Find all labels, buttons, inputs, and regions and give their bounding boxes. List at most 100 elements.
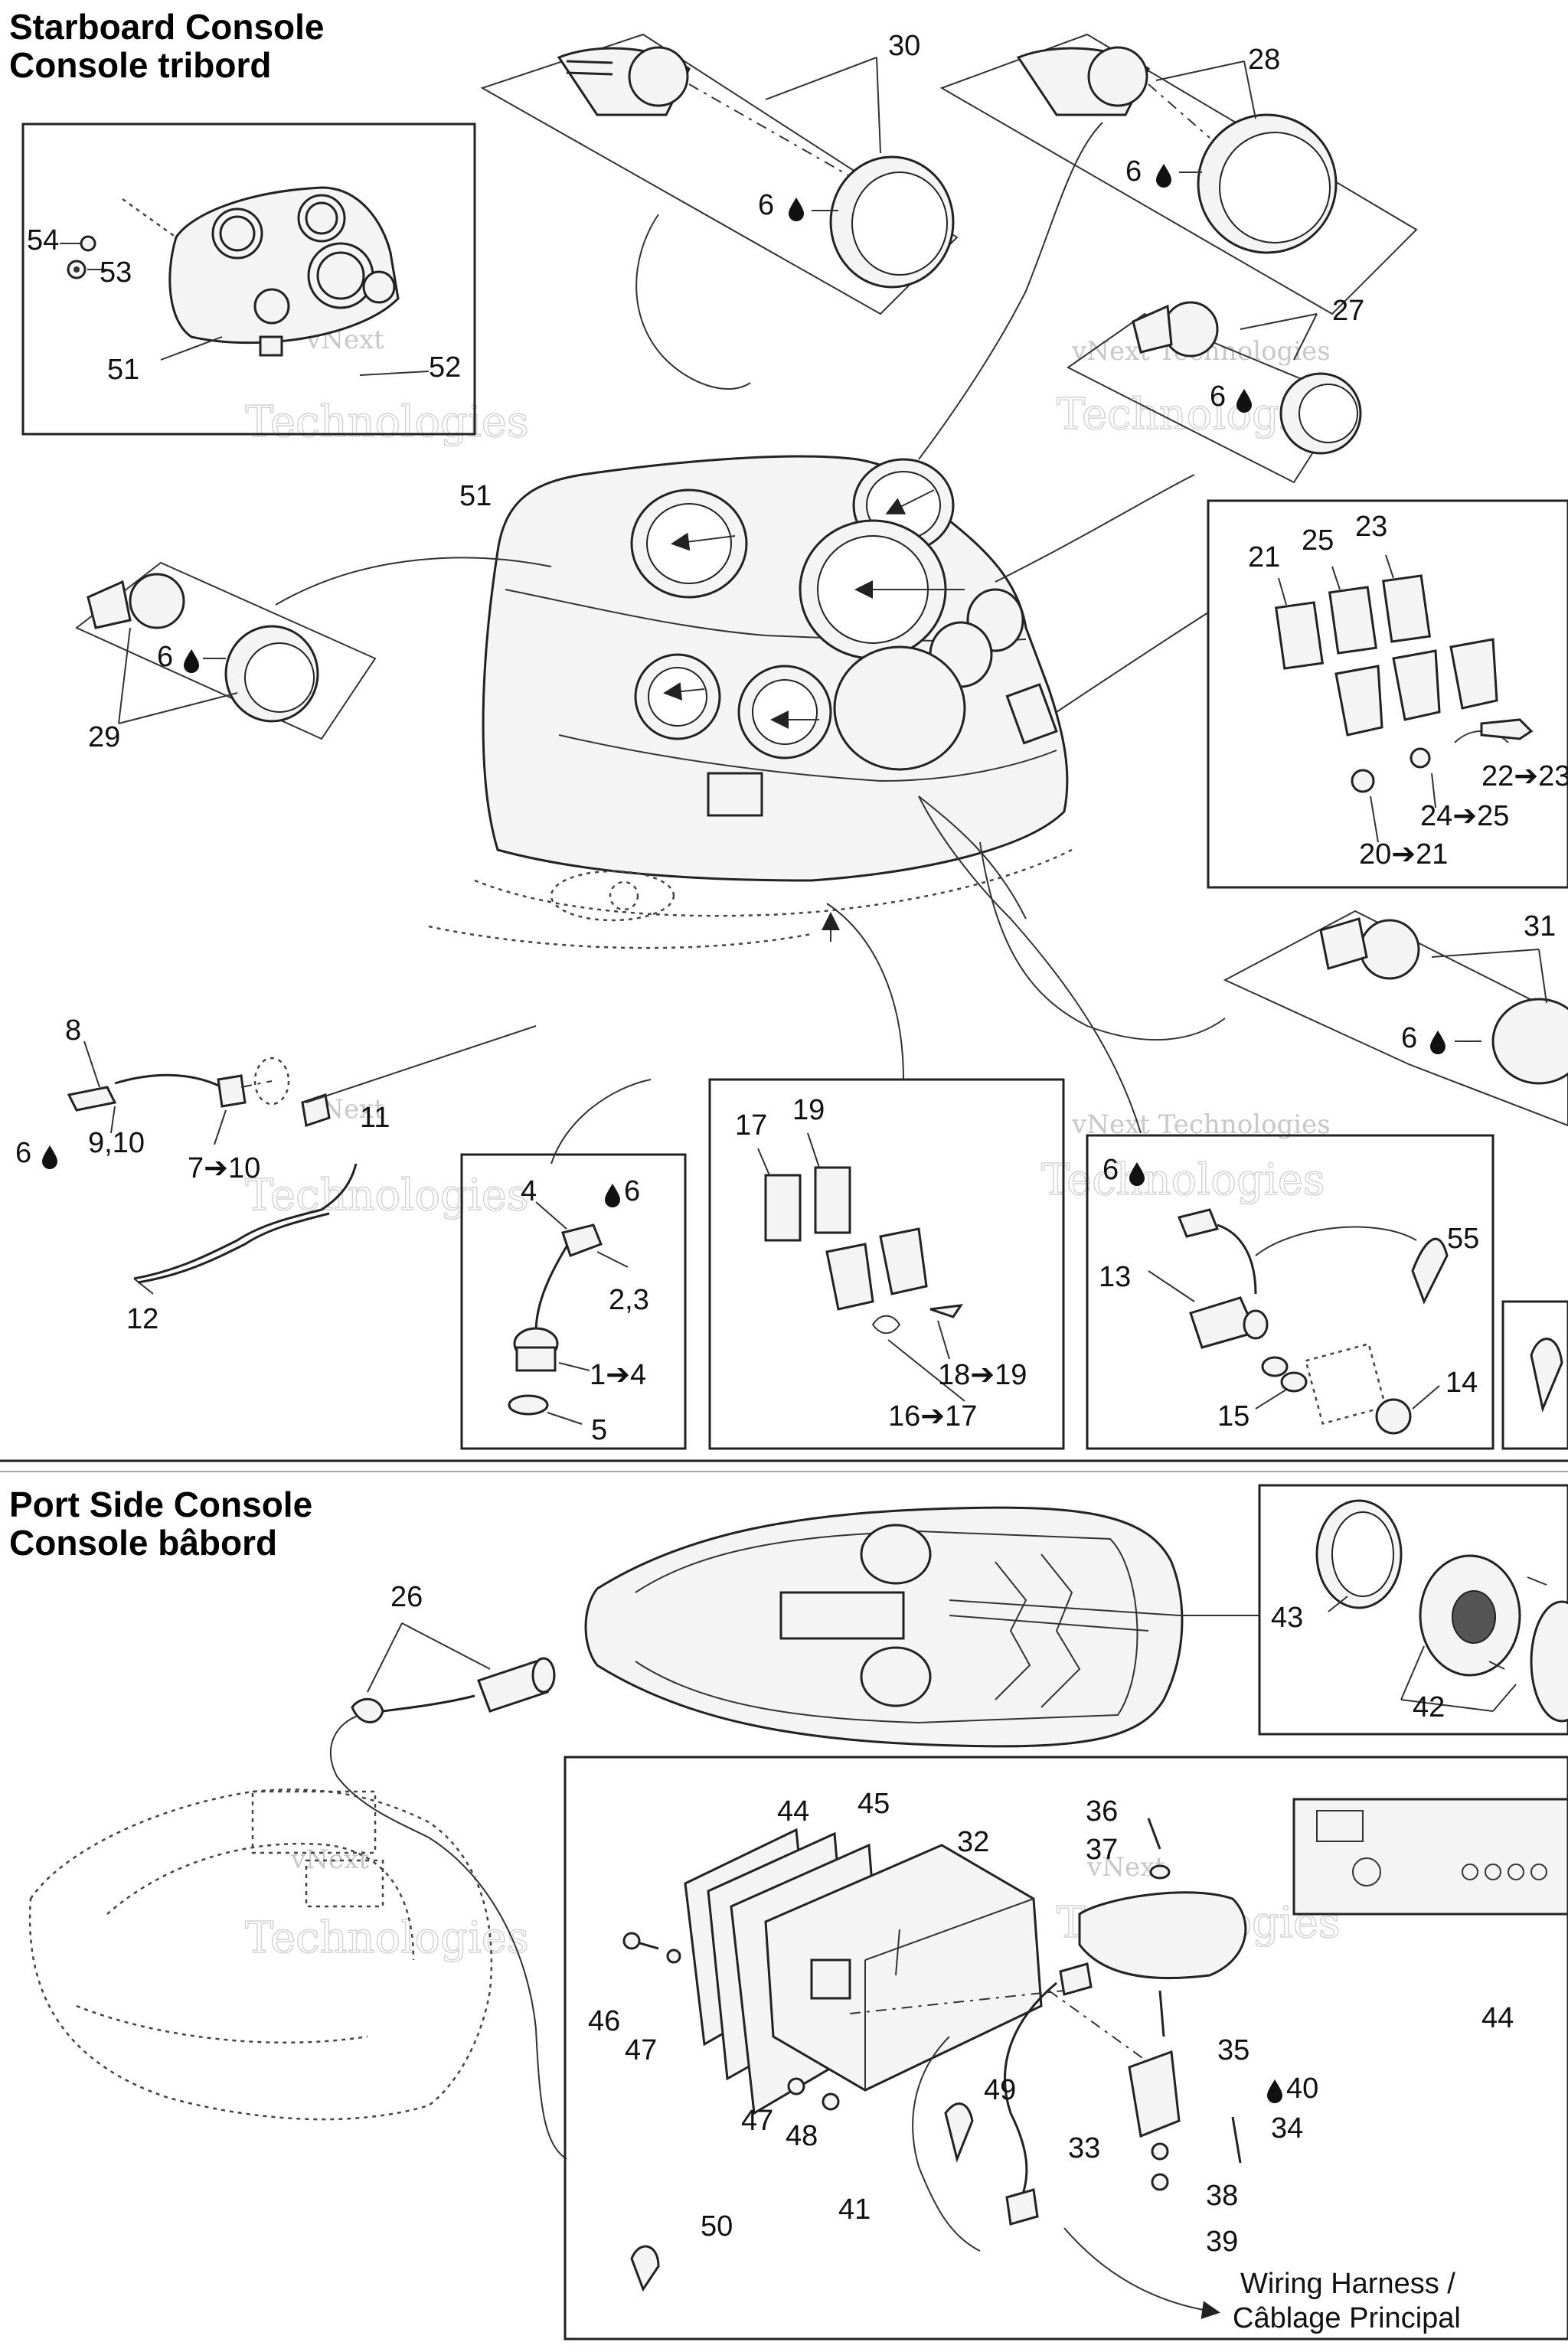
callout-45: 45	[858, 1788, 890, 1820]
watermark-1: Technologies	[245, 397, 529, 447]
drop-icon	[605, 1184, 620, 1207]
callout-44b: 44	[1481, 2002, 1514, 2034]
callout-44a: 44	[777, 1795, 809, 1828]
drop-icon	[42, 1145, 57, 1169]
callout-8: 8	[65, 1014, 81, 1047]
lanyard-group	[67, 1025, 537, 1295]
drop-icon	[1156, 164, 1171, 188]
callout-34: 34	[1271, 2112, 1303, 2145]
callout-2-3: 2,3	[609, 1284, 649, 1316]
watermark-9: vNext	[290, 1844, 369, 1875]
drop-icon	[1430, 1031, 1446, 1054]
port-title-en: Port Side Console	[9, 1485, 313, 1524]
gauge-30-group	[480, 33, 959, 315]
radio-box	[564, 1756, 1568, 2341]
callout-54: 54	[27, 224, 59, 256]
callout-35: 35	[1217, 2034, 1250, 2066]
callout-36: 36	[1086, 1795, 1118, 1828]
console-inset-box	[21, 122, 476, 436]
gauge-29-group	[75, 561, 377, 740]
callout-40: 40	[1286, 2073, 1318, 2105]
callout-42: 42	[1413, 1691, 1445, 1723]
callout-50: 50	[701, 2210, 733, 2243]
callout-6b: 6	[1125, 155, 1142, 188]
watermark-6: Technologies	[245, 1171, 529, 1220]
boat-top-view	[584, 1506, 1259, 1748]
callout-6d: 6	[157, 641, 173, 673]
wiring-harness-en: Wiring Harness /	[1240, 2268, 1455, 2300]
starboard-console-title: Starboard Console Console tribord	[9, 8, 325, 84]
callout-14: 14	[1446, 1367, 1478, 1399]
callout-37: 37	[1086, 1834, 1118, 1866]
speaker-box	[1258, 1484, 1568, 1736]
callout-31: 31	[1524, 910, 1556, 942]
callout-24-25: 24➔25	[1420, 800, 1509, 832]
callout-51a: 51	[107, 354, 139, 386]
callout-6e: 6	[1401, 1022, 1417, 1054]
callout-7-10: 7➔10	[188, 1152, 260, 1184]
callout-17: 17	[735, 1109, 767, 1142]
callout-22-23: 22➔23	[1481, 760, 1568, 792]
gauge-27-group	[1067, 301, 1362, 484]
callout-6g: 6	[624, 1175, 640, 1207]
starboard-console-body	[428, 455, 1073, 949]
callout-32: 32	[957, 1826, 989, 1858]
drop-icon	[789, 198, 804, 221]
callout-47b: 47	[741, 2105, 773, 2137]
callout-21: 21	[1248, 541, 1280, 573]
watermark-8: Technologies	[1041, 1155, 1325, 1205]
port-title-fr: Console bâbord	[9, 1523, 278, 1563]
callout-6h: 6	[1102, 1154, 1119, 1186]
leader-lines-top	[275, 122, 1226, 1041]
callout-51b: 51	[459, 480, 492, 512]
callout-52: 52	[429, 351, 461, 384]
callout-23: 23	[1355, 511, 1387, 543]
starboard-title-en: Starboard Console	[9, 7, 325, 47]
callout-29: 29	[88, 721, 120, 753]
fan-switch-box	[708, 903, 1065, 1450]
callout-33: 33	[1068, 2132, 1100, 2164]
callout-11: 11	[360, 1102, 390, 1134]
port-console-outline	[28, 1714, 567, 2160]
callout-25: 25	[1302, 524, 1334, 557]
callout-55: 55	[1447, 1223, 1479, 1255]
part-26-group	[351, 1622, 556, 1723]
watermark-10: Technologies	[245, 1913, 529, 1963]
drop-icon	[184, 649, 199, 673]
callout-41: 41	[838, 2194, 871, 2226]
callout-26: 26	[390, 1581, 423, 1613]
switch-box-top	[1207, 499, 1568, 889]
starboard-title-fr: Console tribord	[9, 45, 272, 85]
gauge-31-group	[1223, 910, 1568, 1127]
callout-4: 4	[521, 1175, 537, 1207]
callout-6f: 6	[15, 1137, 31, 1169]
wiring-harness-fr: Câblage Principal	[1233, 2302, 1461, 2334]
callout-19: 19	[792, 1094, 825, 1126]
port-console-title: Port Side Console Console bâbord	[9, 1485, 312, 1562]
callout-20-21: 20➔21	[1359, 838, 1448, 871]
callout-47a: 47	[625, 2034, 657, 2066]
callout-39: 39	[1206, 2226, 1238, 2258]
drop-icon	[1267, 2079, 1282, 2103]
horn-switch-box	[918, 795, 1568, 1450]
callout-48: 48	[786, 2120, 818, 2152]
callout-6a: 6	[758, 189, 774, 221]
callout-16-17: 16➔17	[888, 1400, 977, 1432]
callout-49: 49	[984, 2074, 1016, 2106]
callout-12: 12	[126, 1303, 158, 1335]
callout-38: 38	[1206, 2180, 1238, 2212]
callout-27: 27	[1332, 295, 1364, 327]
cap-box	[460, 1079, 687, 1450]
callout-28: 28	[1248, 44, 1280, 76]
callout-46: 46	[588, 2005, 620, 2037]
callout-labels: 30 6 28 6 27 6 54 53 51 52 51 21 25 23 2…	[15, 30, 1568, 2334]
callout-1-4: 1➔4	[590, 1359, 646, 1391]
callout-30: 30	[888, 30, 920, 62]
callout-53: 53	[100, 256, 132, 289]
callout-18-19: 18➔19	[938, 1359, 1027, 1391]
callout-13: 13	[1099, 1261, 1131, 1293]
gauge-28-group	[939, 33, 1418, 315]
callout-9-10: 9,10	[88, 1127, 145, 1159]
callout-15: 15	[1217, 1400, 1250, 1432]
